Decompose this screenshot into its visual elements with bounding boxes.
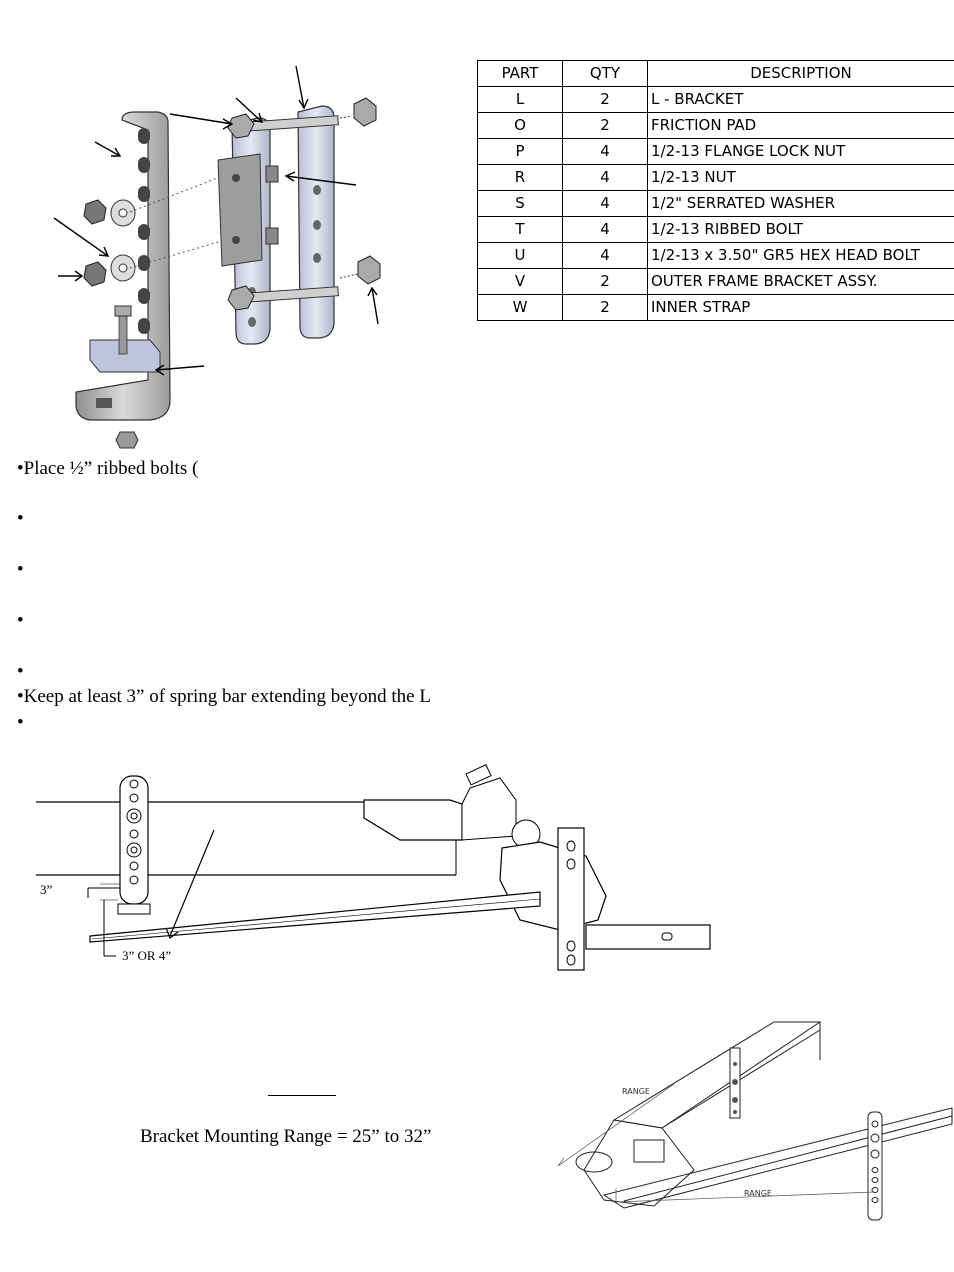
- qty-cell: 4: [562, 164, 648, 191]
- description-cell: L - BRACKET: [647, 86, 954, 113]
- instruction-bullet-7: •: [17, 712, 24, 733]
- part-cell: T: [477, 216, 563, 243]
- part-cell: R: [477, 164, 563, 191]
- description-cell: OUTER FRAME BRACKET ASSY.: [647, 268, 954, 295]
- qty-cell: 2: [562, 268, 648, 295]
- description-cell: FRICTION PAD: [647, 112, 954, 139]
- qty-cell: 4: [562, 242, 648, 269]
- table-header-row: PART QTY DESCRIPTION: [477, 60, 954, 87]
- description-cell: INNER STRAP: [647, 294, 954, 321]
- description-cell: 1/2-13 NUT: [647, 164, 954, 191]
- part-cell: W: [477, 294, 563, 321]
- part-cell: P: [477, 138, 563, 165]
- description-cell: 1/2-13 x 3.50" GR5 HEX HEAD BOLT: [647, 242, 954, 269]
- underline-rule: [268, 1095, 336, 1096]
- instruction-bullet-4: •: [17, 610, 24, 631]
- part-cell: L: [477, 86, 563, 113]
- description-cell: 1/2-13 RIBBED BOLT: [647, 216, 954, 243]
- qty-cell: 2: [562, 86, 648, 113]
- part-cell: S: [477, 190, 563, 217]
- qty-cell: 4: [562, 190, 648, 217]
- range-label-lower: RANGE: [744, 1189, 772, 1198]
- part-cell: V: [477, 268, 563, 295]
- range-label-upper: RANGE: [622, 1087, 650, 1096]
- column-header-qty: QTY: [562, 60, 648, 87]
- instruction-bullet-2: •: [17, 508, 24, 529]
- description-cell: 1/2" SERRATED WASHER: [647, 190, 954, 217]
- column-header-part: PART: [477, 60, 563, 87]
- instruction-bullet-3: •: [17, 559, 24, 580]
- bracket-range-perspective-illustration: [557, 1021, 953, 1221]
- part-cell: O: [477, 112, 563, 139]
- dimension-label-3in: 3”: [40, 882, 53, 897]
- instruction-bullet-5: •: [17, 661, 24, 682]
- qty-cell: 2: [562, 112, 648, 139]
- dimension-label-3-or-4in: 3” OR 4”: [122, 948, 172, 963]
- instruction-bullet-6: •Keep at least 3” of spring bar extendin…: [17, 686, 431, 707]
- spring-bar-side-view-diagram: [36, 764, 711, 971]
- part-cell: U: [477, 242, 563, 269]
- qty-cell: 2: [562, 294, 648, 321]
- qty-cell: 4: [562, 216, 648, 243]
- instruction-bullet-1: •Place ½” ribbed bolts (: [17, 458, 199, 479]
- qty-cell: 4: [562, 138, 648, 165]
- bracket-mounting-range-caption: Bracket Mounting Range = 25” to 32”: [140, 1126, 432, 1147]
- exploded-parts-illustration: [53, 65, 381, 449]
- description-cell: 1/2-13 FLANGE LOCK NUT: [647, 138, 954, 165]
- column-header-description: DESCRIPTION: [647, 60, 954, 87]
